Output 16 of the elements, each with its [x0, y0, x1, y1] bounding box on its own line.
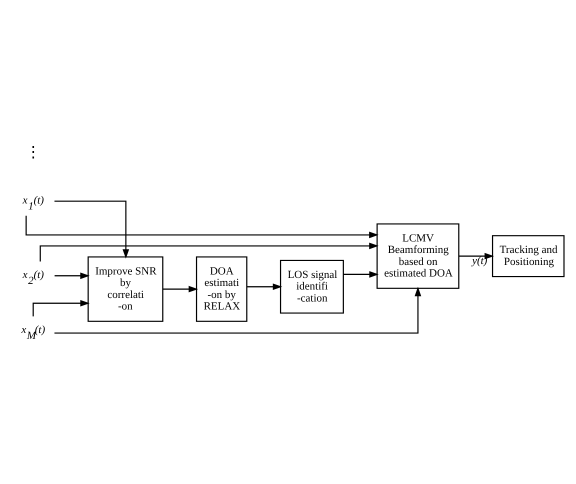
- edge-label: y(t): [472, 255, 488, 268]
- arrow: [40, 242, 379, 262]
- arrow: [246, 283, 282, 290]
- node-box: LCMV Beamforming based on estimated DOA: [376, 223, 460, 289]
- arrow: [54, 200, 130, 259]
- arrow: [54, 286, 422, 334]
- arrow: [162, 286, 198, 292]
- arrow: [459, 252, 494, 260]
- node-box: Improve SNR by correlati -on: [88, 256, 164, 322]
- arrow: [54, 272, 90, 280]
- arrow: [26, 216, 379, 238]
- arrow: [343, 271, 379, 278]
- node-box: LOS signal identifi -cation: [280, 260, 344, 314]
- node-box: Tracking and Positioning: [492, 235, 565, 278]
- label: ⋮: [26, 144, 42, 162]
- node-box: DOA estimati -on by RELAX: [196, 256, 248, 322]
